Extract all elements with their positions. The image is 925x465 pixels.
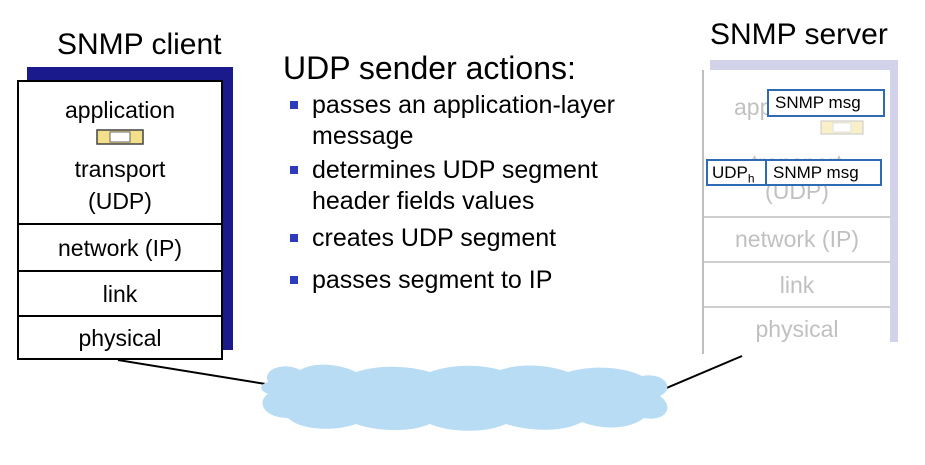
client-layer-physical-label: physical	[78, 325, 162, 351]
packet-icon	[820, 120, 864, 135]
bullet-item: determines UDP segment header fields val…	[290, 155, 598, 217]
udp-header-subscript: h	[747, 171, 755, 186]
server-layer-network: network (IP)	[704, 218, 890, 260]
server-layer-application-label: app	[734, 94, 773, 120]
server-layer-physical-label: physical	[755, 316, 839, 342]
client-divider	[19, 270, 221, 272]
client-layer-application: application	[19, 94, 221, 126]
bullet-text-line: passes an application-layer	[312, 91, 615, 119]
bullet-text-line: creates UDP segment	[312, 224, 557, 252]
client-title: SNMP client	[57, 28, 222, 61]
client-layer-physical: physical	[19, 318, 221, 358]
packet-icon	[96, 129, 144, 145]
client-layer-network-label: network (IP)	[58, 235, 182, 261]
server-layer-link-label: link	[779, 272, 815, 298]
client-layer-link-label: link	[102, 281, 138, 307]
server-divider	[704, 306, 890, 308]
bullet-square-icon	[290, 166, 298, 174]
client-link-line	[117, 359, 279, 387]
server-layer-link: link	[704, 263, 890, 307]
bullet-text-line: determines UDP segment	[312, 156, 598, 184]
client-layer-transport-label: transport	[74, 156, 166, 182]
bullet-text-line: passes segment to IP	[312, 266, 553, 294]
app-snmp-message-box: SNMP msg	[767, 89, 885, 117]
client-divider	[19, 315, 221, 317]
client-layer-network: network (IP)	[19, 227, 221, 269]
bullet-square-icon	[290, 276, 298, 284]
bullet-text-line: message	[312, 122, 414, 150]
bullet-item: creates UDP segment	[290, 223, 556, 254]
client-layer-application-label: application	[65, 97, 175, 123]
udp-header-box: UDPh	[706, 159, 768, 186]
transport-snmp-message-box: SNMP msg	[765, 159, 882, 186]
server-divider	[704, 216, 890, 218]
server-layer-application: app	[704, 90, 890, 124]
client-layer-transport-protocol: (UDP)	[88, 188, 152, 214]
bullet-item: passes an application-layer message	[290, 90, 615, 152]
server-title: SNMP server	[710, 18, 888, 51]
bullet-text-line: header fields values	[312, 187, 535, 215]
bullet-square-icon	[290, 234, 298, 242]
udp-header-label: UDP	[712, 163, 748, 182]
network-cloud	[261, 364, 668, 431]
server-layer-network-label: network (IP)	[735, 226, 859, 252]
client-layer-link: link	[19, 273, 221, 315]
client-protocol-stack: application transport (UDP) network (IP)…	[17, 80, 223, 360]
server-layer-physical: physical	[704, 308, 890, 350]
client-divider	[19, 223, 221, 225]
actions-heading: UDP sender actions:	[283, 50, 576, 86]
bullet-square-icon	[290, 101, 298, 109]
server-divider	[704, 261, 890, 263]
client-layer-transport: transport (UDP)	[19, 148, 221, 222]
bullet-item: passes segment to IP	[290, 265, 552, 296]
